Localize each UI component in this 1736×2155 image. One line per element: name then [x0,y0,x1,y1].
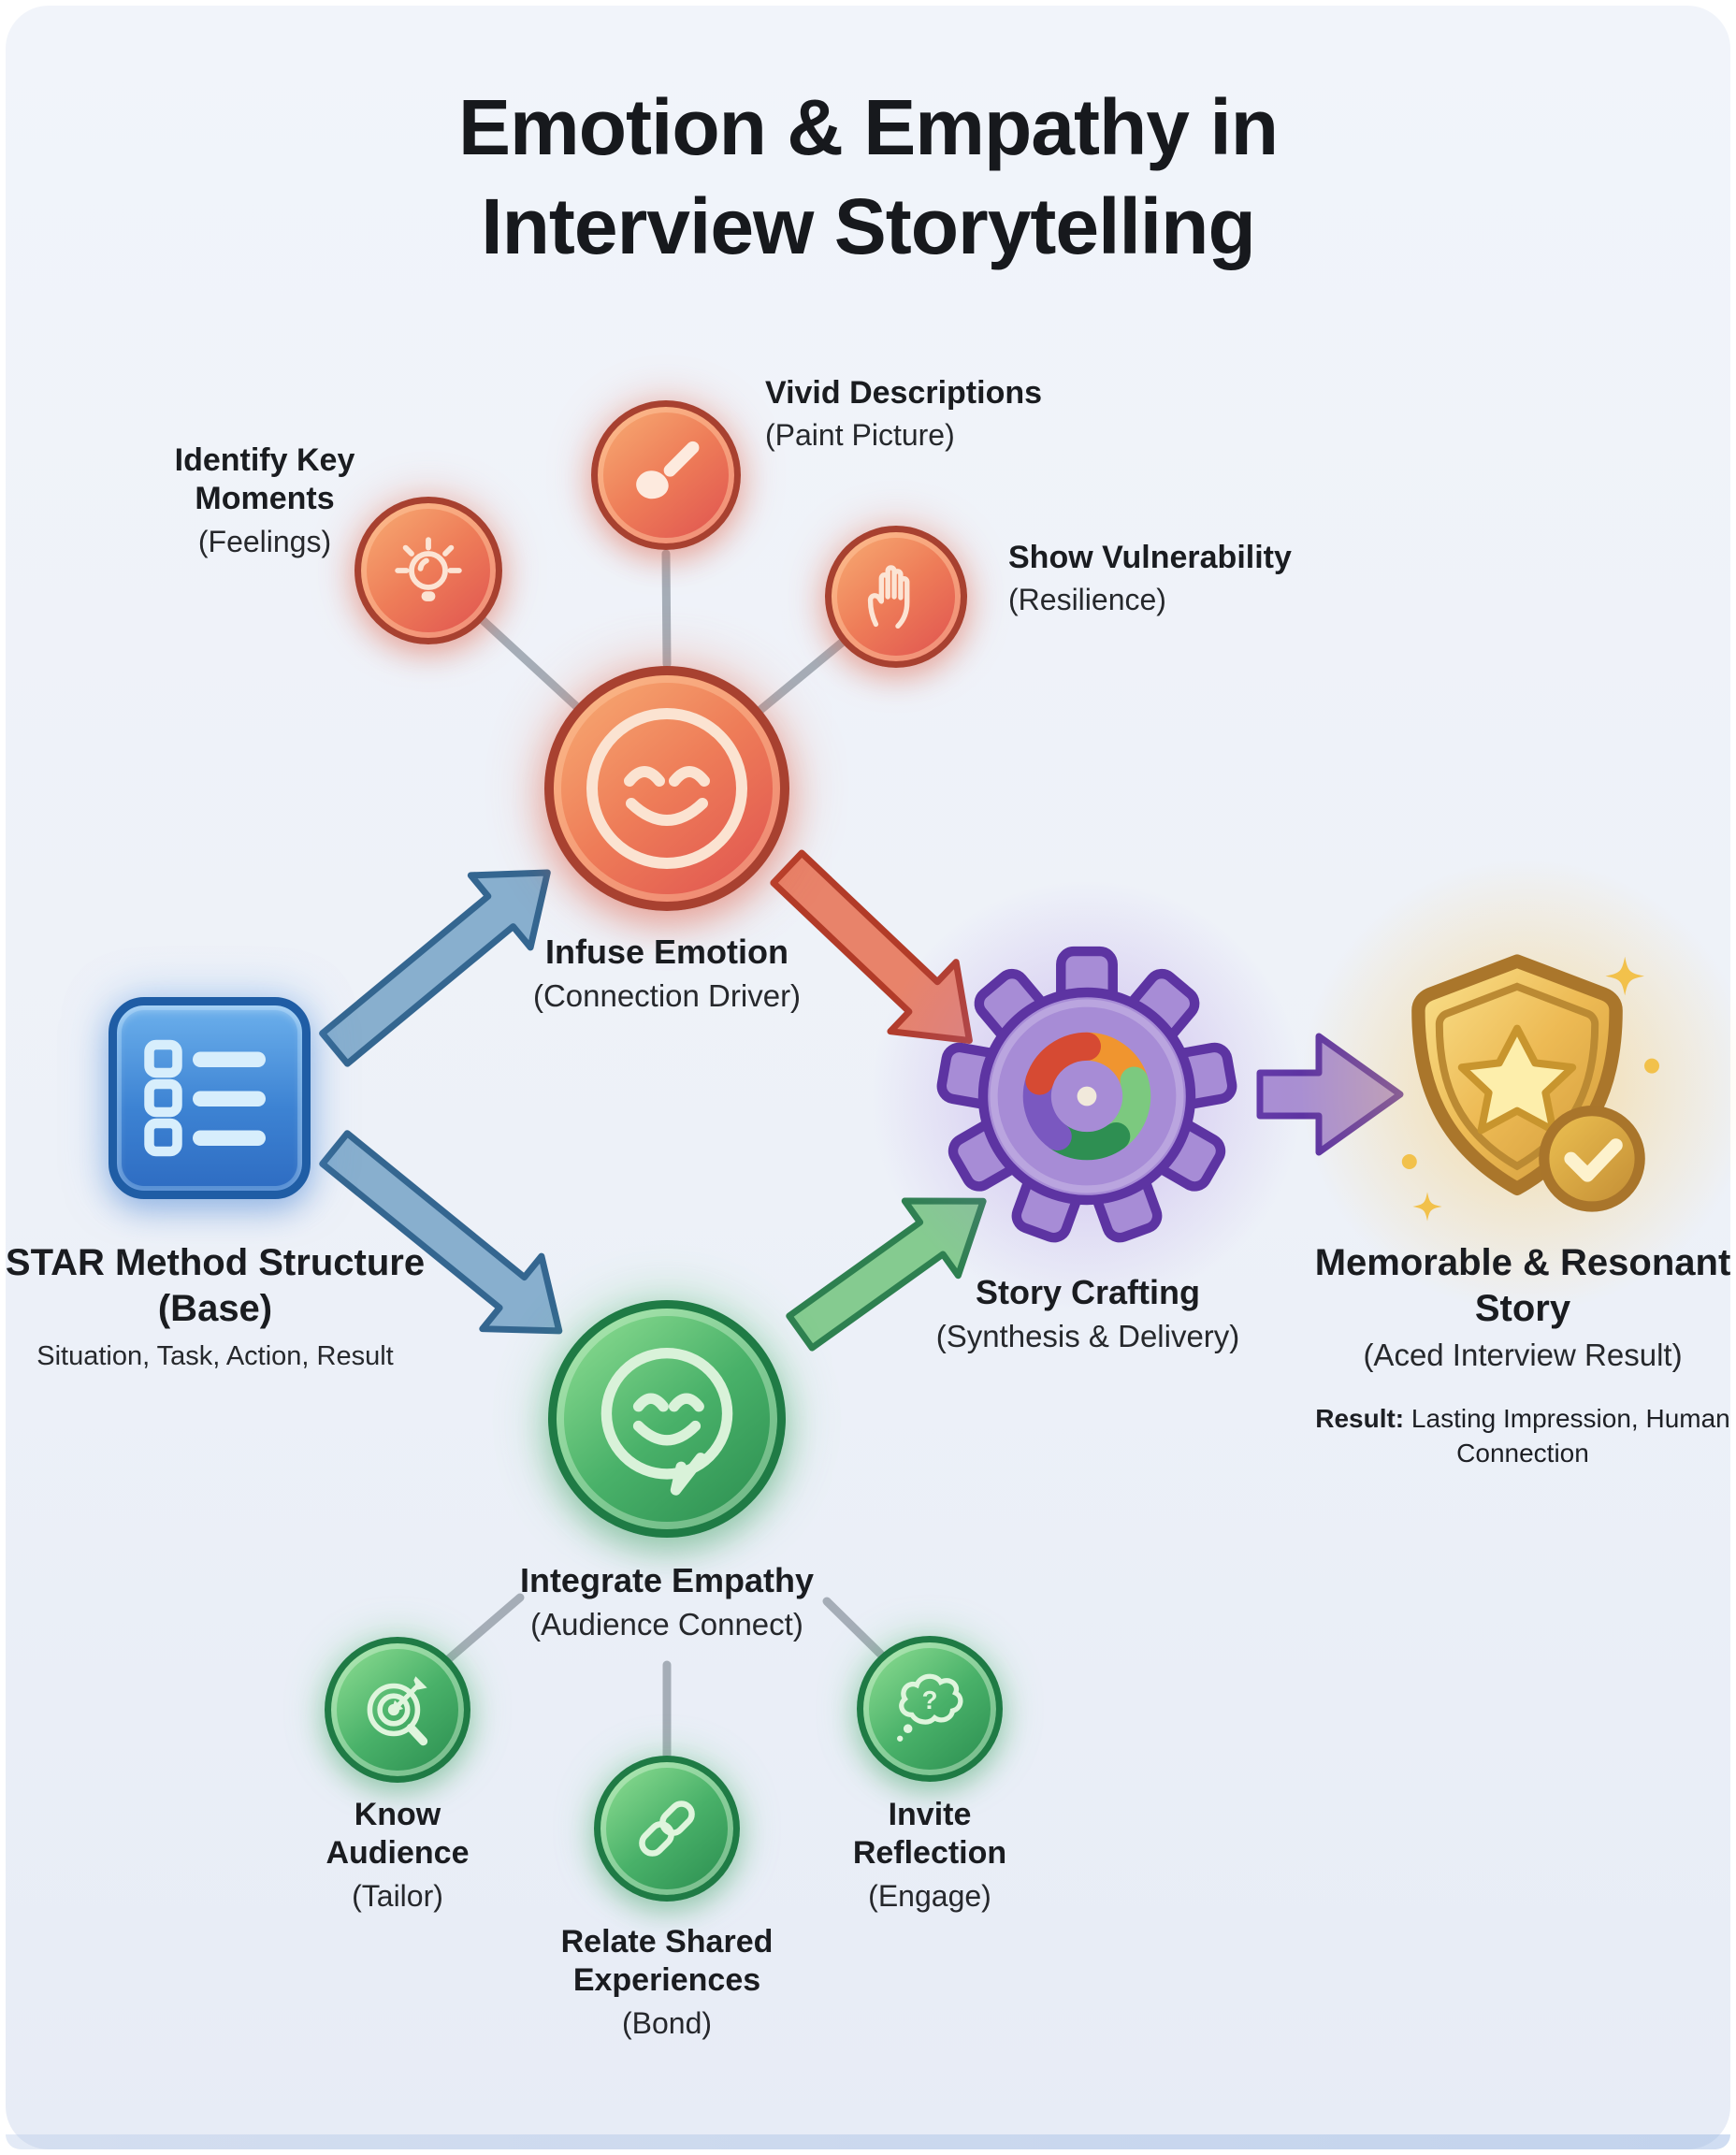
label-memorable-story: Memorable & Resonant Story (Aced Intervi… [1309,1240,1736,1471]
invite-reflection-node: ? [857,1636,1003,1782]
checklist-icon [144,1039,266,1157]
node-title: Show Vulnerability [1008,540,1292,575]
star-method-node [108,997,311,1199]
chain-link-icon [639,1801,695,1857]
paintbrush-icon [636,441,700,499]
title-line-2: Interview Storytelling [481,181,1256,270]
story-crafting-node [914,923,1260,1274]
label-invite-reflection: Invite Reflection (Engage) [813,1796,1047,1915]
node-subtitle: (Tailor) [352,1878,443,1913]
shield-icon [1401,954,1659,1222]
star-icon [1457,1024,1577,1135]
label-infuse-emotion: Infuse Emotion (Connection Driver) [424,932,910,1015]
node-title: Know Audience [326,1797,470,1872]
node-subtitle: (Connection Driver) [532,977,802,1013]
memorable-story-node [1367,937,1667,1241]
swirl-icon [1022,1032,1151,1161]
node-subtitle: (Audience Connect) [530,1606,803,1642]
title-line-1: Emotion & Empathy in [457,83,1279,171]
label-vivid-descriptions: Vivid Descriptions (Paint Picture) [765,374,1102,454]
relate-shared-experiences-node [594,1756,740,1902]
smiley-icon [586,708,747,869]
node-title: Relate Shared Experiences [560,1924,774,1999]
node-subtitle: (Aced Interview Result) [1363,1337,1683,1372]
thought-bubble-icon: ? [897,1673,963,1742]
node-title: Story Crafting [975,1273,1200,1311]
label-story-crafting: Story Crafting (Synthesis & Delivery) [863,1272,1312,1355]
node-subtitle: (Paint Picture) [765,418,955,453]
arrow-star-to-infuse [319,869,551,1067]
result-note-text: Lasting Impression, Human Connection [1404,1403,1730,1468]
hand-icon [867,565,910,629]
connector-vulnerability-infuse [756,638,846,715]
result-note-label: Result: [1315,1403,1405,1433]
identify-key-moments-node [354,497,502,644]
node-title: Infuse Emotion [545,933,788,971]
node-title: Invite Reflection [852,1797,1007,1872]
gear-icon [936,946,1237,1243]
integrate-empathy-node [548,1300,786,1538]
node-title: STAR Method Structure (Base) [5,1242,426,1329]
label-star-method: STAR Method Structure (Base) Situation, … [0,1240,430,1373]
sparkle-icon [1401,956,1659,1222]
node-title: Vivid Descriptions [765,375,1043,411]
connector-empathy-audience [441,1593,525,1666]
page-title: Emotion & Empathy in Interview Storytell… [0,79,1736,277]
know-audience-node [325,1637,470,1783]
target-icon [367,1676,428,1746]
node-title: Integrate Empathy [519,1561,815,1599]
connector-empathy-reflection [822,1597,885,1658]
label-show-vulnerability: Show Vulnerability (Resilience) [1008,539,1326,618]
speech-smiley-icon [600,1348,733,1496]
lightbulb-icon [395,537,462,601]
node-subtitle: (Bond) [621,2005,713,2040]
connector-lines [441,549,885,1760]
infuse-emotion-node [544,666,789,911]
result-note: Result: Lasting Impression, Human Connec… [1309,1402,1736,1471]
node-title: Identify Key Moments [174,442,355,517]
arrow-star-to-empathy [319,1130,563,1335]
arrow-infuse-to-crafting [770,849,973,1044]
connector-vivid-infuse [661,549,672,669]
node-subtitle: (Engage) [868,1878,991,1913]
svg-text:?: ? [922,1685,938,1714]
vivid-descriptions-node [591,400,741,550]
label-identify-key-moments: Identify Key Moments (Feelings) [110,441,419,560]
label-know-audience: Know Audience (Tailor) [281,1796,514,1915]
check-badge-icon [1539,1106,1645,1212]
connector-moments-infuse [478,615,581,711]
show-vulnerability-node [825,526,967,668]
node-subtitle: (Resilience) [1008,583,1166,617]
label-integrate-empathy: Integrate Empathy (Audience Connect) [405,1560,929,1643]
arrow-empathy-to-crafting [786,1197,987,1352]
node-subtitle: (Feelings) [197,524,332,558]
node-subtitle: (Synthesis & Delivery) [935,1318,1240,1353]
label-relate-shared: Relate Shared Experiences (Bond) [508,1923,826,2042]
node-subtitle: Situation, Task, Action, Result [36,1340,394,1371]
node-title: Memorable & Resonant Story [1314,1242,1731,1329]
